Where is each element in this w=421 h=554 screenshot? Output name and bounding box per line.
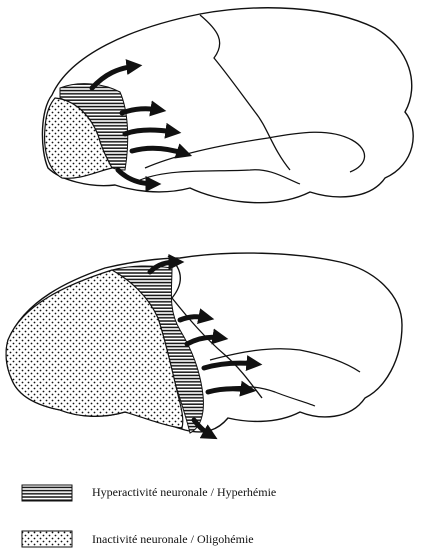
brain-top-arrow-1	[92, 66, 136, 88]
brain-top-arrow-3	[125, 130, 175, 134]
brain-bottom-arrow-3	[187, 337, 222, 344]
legend-label-hyperactivity: Hyperactivité neuronale / Hyperhémie	[92, 485, 276, 500]
brain-bottom-arrow-5	[208, 389, 250, 392]
brain-bottom-arrow-2	[180, 317, 208, 320]
legend-swatch-inactivity	[22, 531, 72, 547]
brain-top-sulcus-frontal	[140, 170, 300, 184]
legend-label-inactivity: Inactivité neuronale / Oligohémie	[92, 532, 254, 547]
legend-swatch-hyperactivity	[22, 485, 72, 501]
brain-bottom-sulcus-lateral	[210, 349, 360, 372]
brain-top-sulcus-central	[200, 15, 290, 170]
brain-bottom-arrow-4	[204, 363, 256, 368]
brain-bottom	[6, 253, 402, 436]
brain-top-arrow-2	[122, 109, 160, 113]
brain-top-arrow-4	[132, 148, 186, 154]
brain-top	[42, 8, 413, 203]
